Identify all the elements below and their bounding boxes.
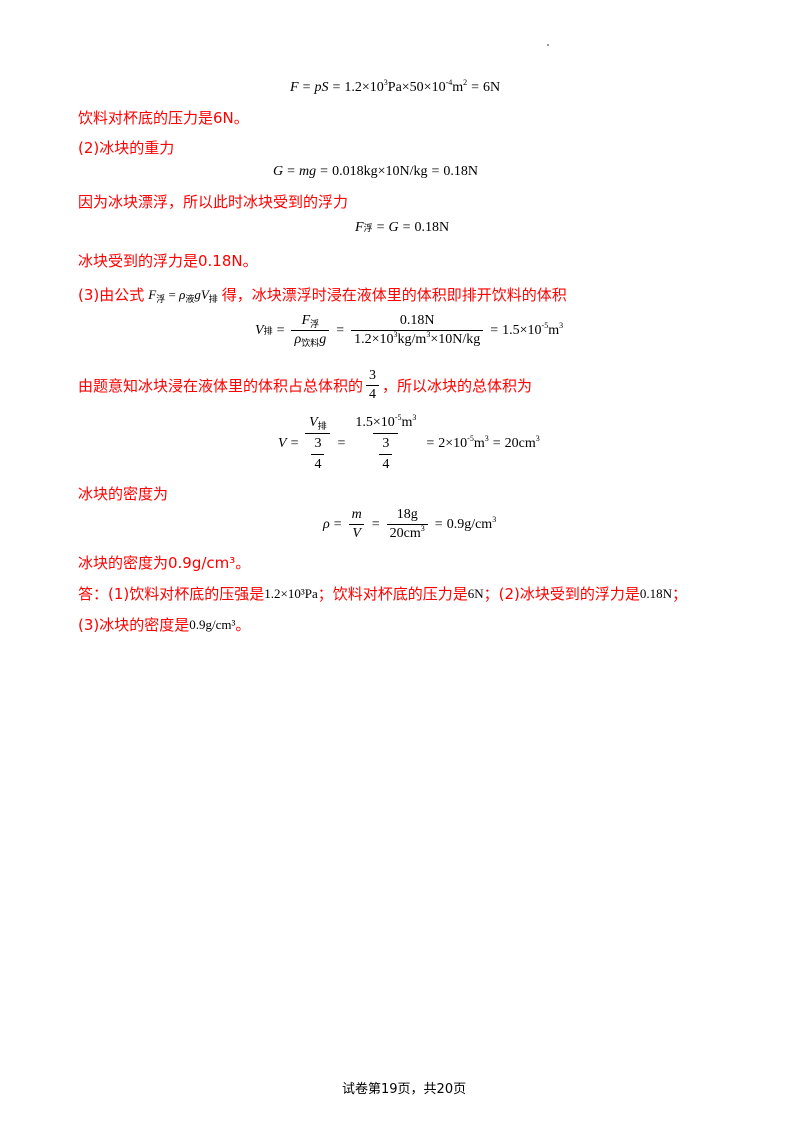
text-line-answer: 答：(1)饮料对杯底的压强是 1.2×10³Pa ；饮料对杯底的压力是 6N ；…: [78, 585, 688, 603]
text-line-density-result: 冰块的密度为0.9g/cm³。: [78, 554, 251, 572]
text-line-floating: 因为冰块漂浮，所以此时冰块受到的浮力: [78, 193, 349, 211]
answer-density: 0.9g/cm³: [189, 616, 236, 632]
answer-force: 6N: [467, 585, 484, 601]
equation-force: F=pS=1.2×103Pa×50×10-4m2=6N: [290, 78, 501, 96]
answer-pressure: 1.2×10³Pa: [264, 585, 318, 601]
text-line-density-intro: 冰块的密度为: [78, 485, 169, 503]
text-line-part2: (2)冰块的重力: [78, 139, 175, 157]
text-line-buoyancy-result: 冰块受到的浮力是0.18N。: [78, 252, 258, 270]
inline-formula-archimedes: F浮 = ρ液gV排: [148, 286, 218, 304]
scan-dot: [547, 44, 549, 46]
text-line-force-result: 饮料对杯底的压力是6N。: [78, 109, 249, 127]
text-line-answer-part3: (3)冰块的密度是 0.9g/cm³ 。: [78, 616, 251, 634]
equation-gravity: G=mg=0.018kg×10N/kg=0.18N: [273, 164, 478, 179]
page-footer: 试卷第19页，共20页: [342, 1082, 467, 1097]
answer-buoyancy: 0.18N: [639, 585, 673, 601]
text-line-part3: (3)由公式 F浮 = ρ液gV排 得，冰块漂浮时浸在液体里的体积即排开饮料的体…: [78, 286, 567, 304]
